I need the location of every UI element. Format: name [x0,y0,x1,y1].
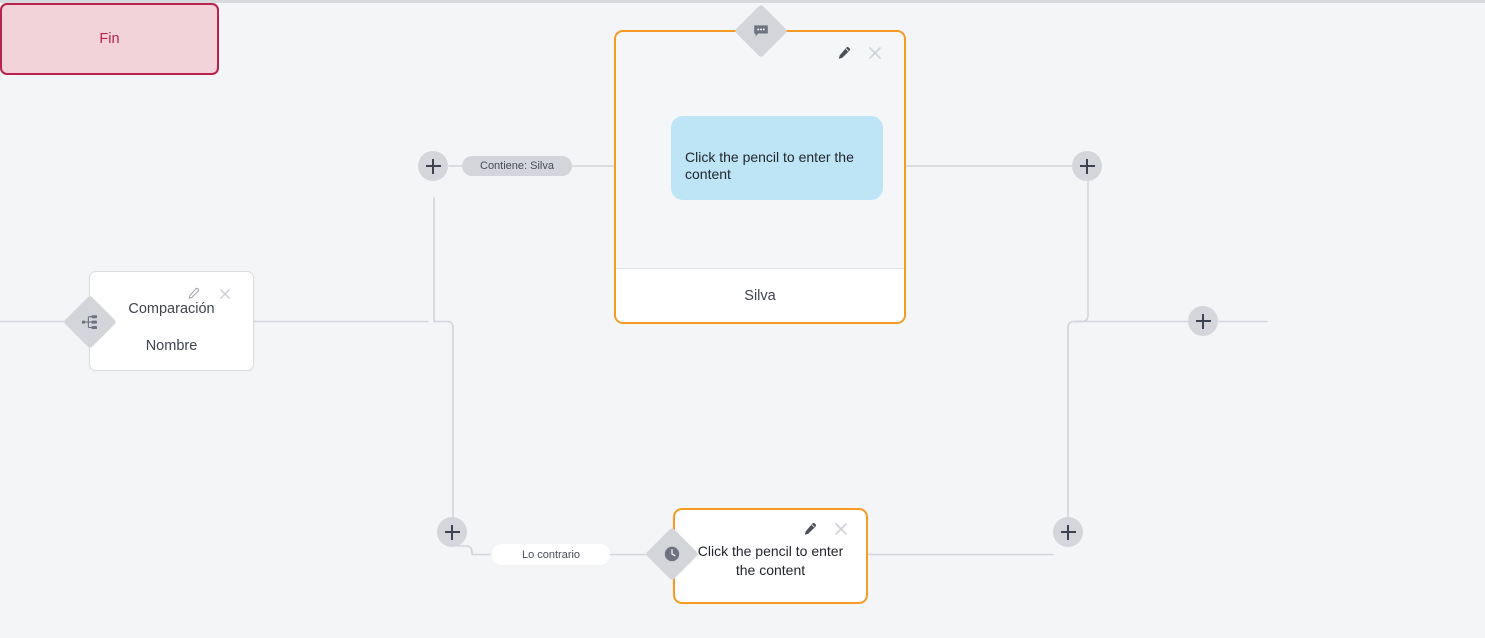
add-node-branch-true[interactable] [418,151,448,181]
add-node-after-wait[interactable] [1053,517,1083,547]
pencil-icon[interactable] [834,44,852,62]
pencil-icon[interactable] [184,285,202,303]
close-icon[interactable] [216,285,234,303]
comparison-node-actions [184,285,234,303]
message-node-footer: Silva [616,268,904,322]
close-icon[interactable] [832,520,850,538]
wait-node[interactable]: Click the pencil to enter the content [673,508,868,604]
add-node-branch-false[interactable] [437,517,467,547]
message-node[interactable]: Click the pencil to enter the content Si… [614,30,906,324]
edge-label-contains[interactable]: Contiene: Silva [462,156,572,176]
edge-label-otherwise[interactable]: Lo contrario [492,544,610,565]
message-bubble: Click the pencil to enter the content [671,116,883,200]
edge-message-down [1074,181,1089,323]
edge-branch-false-down [433,320,454,518]
speech-bubble-icon [734,4,788,58]
comparison-node-text: Comparación Nombre [90,302,253,353]
end-node-label: Fin [99,31,120,47]
close-icon[interactable] [866,44,884,62]
add-node-before-end[interactable] [1188,306,1218,336]
message-node-actions [834,44,884,62]
branch-hierarchy-icon [63,295,117,349]
comparison-node[interactable]: Comparación Nombre [89,271,254,371]
comparison-node-title: Comparación [128,301,215,317]
end-node[interactable]: Fin [0,3,219,75]
edge-wait-up [1067,320,1083,518]
comparison-node-subtitle: Nombre [145,337,198,354]
wait-node-actions [800,520,850,538]
clock-icon [645,527,699,581]
add-node-after-message[interactable] [1072,151,1102,181]
pencil-icon[interactable] [800,520,818,538]
wait-node-text: Click the pencil to enter the content [697,543,844,578]
